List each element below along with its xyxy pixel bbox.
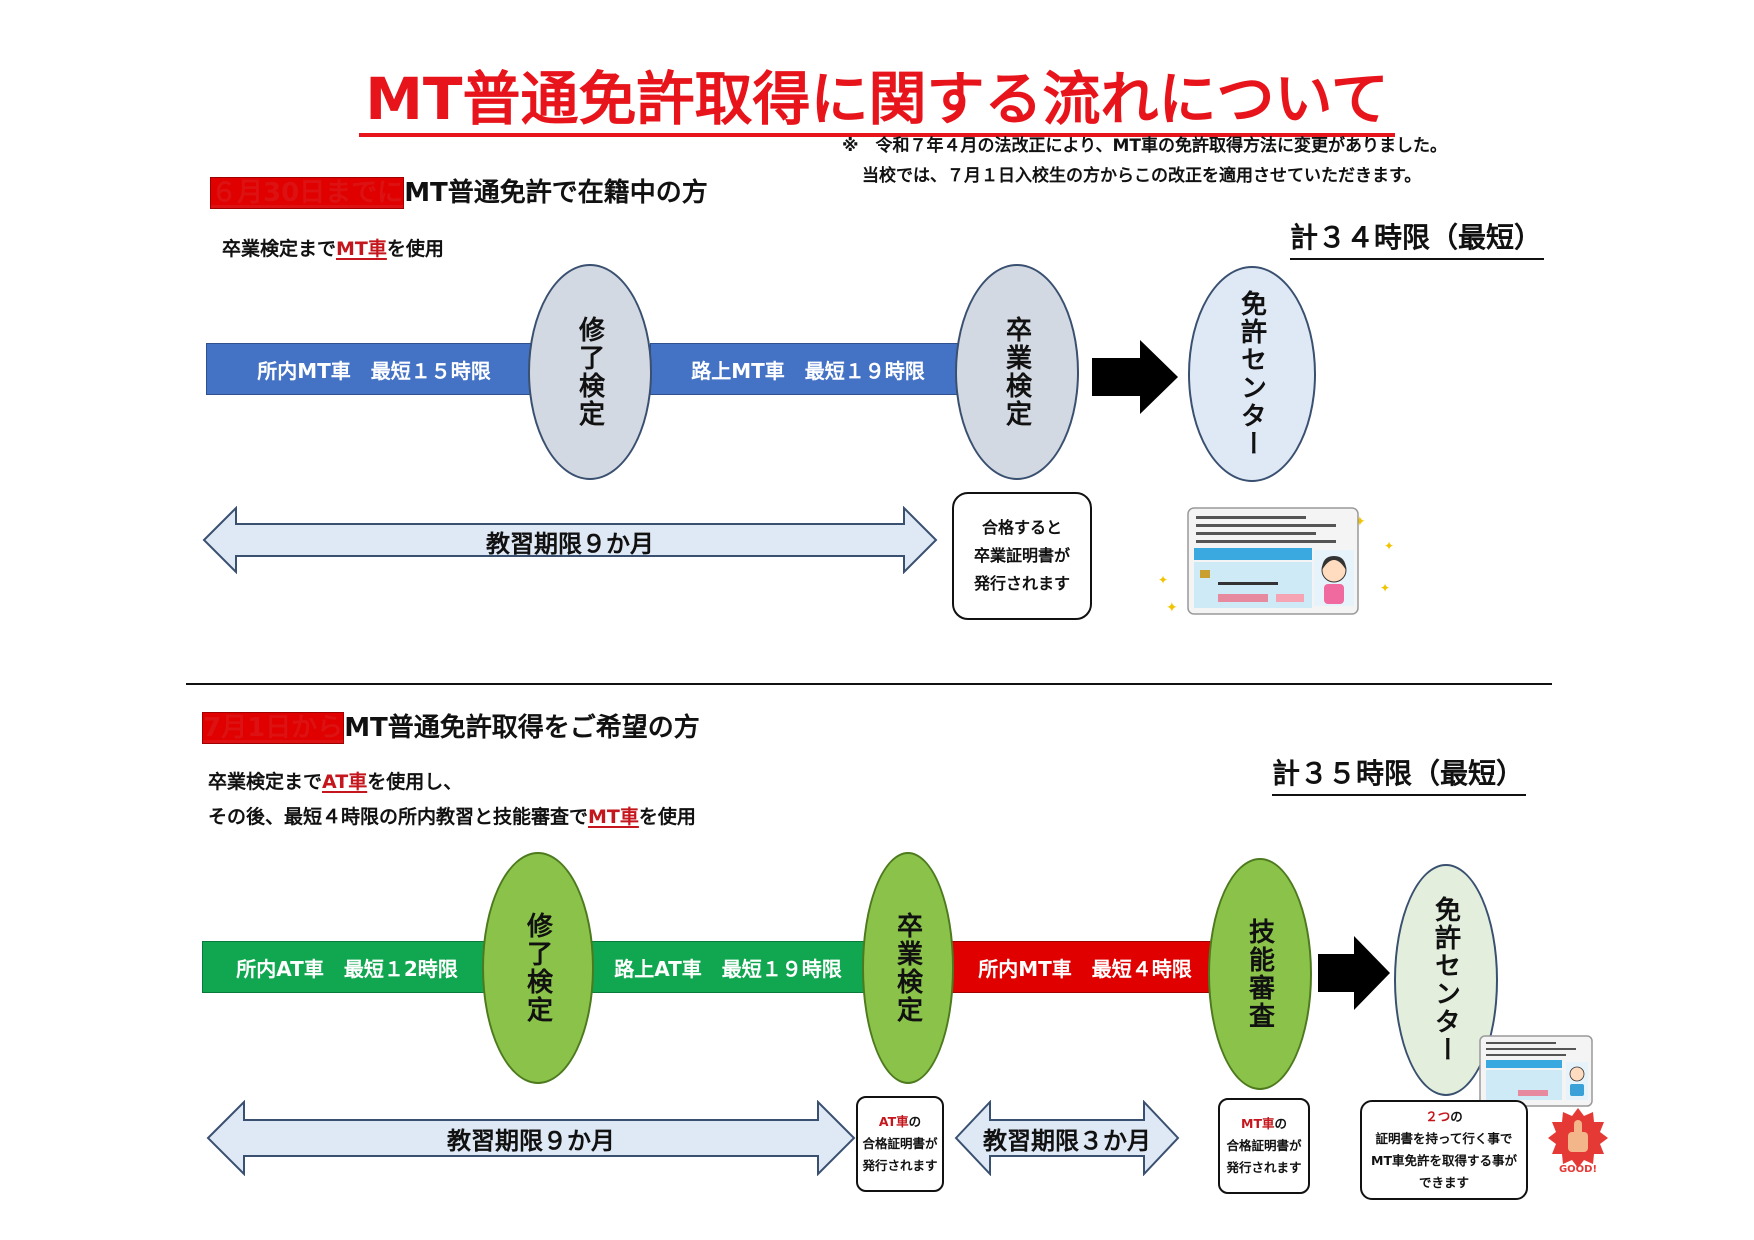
- section1-heading: ６月30日までにMT普通免許で在籍中の方: [210, 172, 708, 209]
- section2-description-line-2: その後、最短４時限の所内教習と技能審査でMT車を使用: [208, 802, 696, 829]
- svg-text:✦: ✦: [1380, 581, 1390, 595]
- section2-period1-label: 教習期限９か月: [447, 1127, 615, 1155]
- section2-callout2-line: 合格証明書が: [1226, 1138, 1302, 1154]
- notice-line-2: 当校では、７月１日入校生の方からこの改正を適用させていただきます。: [862, 166, 1422, 186]
- section1-bar-road-mt-label: 路上MT車 最短１９時限: [691, 358, 925, 383]
- section1-callout-certificate: 合格すると 卒業証明書が 発行されます: [952, 492, 1092, 620]
- section2-callout3-highlight: ２つ: [1425, 1109, 1451, 1125]
- section2-callout-at-certificate: AT車の 合格証明書が 発行されます: [856, 1096, 944, 1192]
- section2-oval-graduation-exam: 卒業検定: [862, 852, 954, 1084]
- section2-callout2-line: 発行されます: [1226, 1159, 1302, 1175]
- section2-heading: 7月1日からMT普通免許取得をご希望の方: [202, 707, 700, 744]
- section1-oval-graduation-exam: 卒業検定: [955, 264, 1079, 480]
- page-title: MT普通免許取得に関する流れについて: [0, 52, 1754, 137]
- section1-oval-license-center: 免許センター: [1188, 266, 1316, 482]
- notice-line-1: ※ 令和７年４月の法改正により、MT車の免許取得方法に変更がありました。: [842, 136, 1448, 156]
- section2-desc1-post: を使用し、: [367, 771, 463, 793]
- section2-callout2-highlight: MT車: [1241, 1116, 1275, 1132]
- section1-next-arrow-icon: [1092, 340, 1178, 414]
- section2-description-line-1: 卒業検定までAT車を使用し、: [208, 767, 462, 794]
- section2-callout2-rest: の: [1274, 1116, 1287, 1132]
- section1-bar-road-mt: 路上MT車 最短１９時限: [650, 343, 966, 395]
- section2-bar-course-at-label: 所内AT車 最短１2時限: [236, 956, 458, 981]
- section2-bar-road-at: 路上AT車 最短１９時限: [590, 941, 866, 993]
- section2-bar-course-mt: 所内MT車 最短４時限: [950, 941, 1220, 993]
- svg-text:✦: ✦: [1166, 600, 1178, 616]
- section1-total: 計３４時限（最短）: [1290, 216, 1545, 260]
- section1-heading-date: ６月30日までに: [210, 177, 405, 209]
- section1-oval-license-center-label: 免許センター: [1236, 290, 1267, 458]
- section2-period1-double-arrow: [206, 1100, 856, 1176]
- license-card-illustration: ✦ ✦ ✦ ✦ ✦: [1158, 507, 1394, 616]
- section1-bar-course-mt-label: 所内MT車 最短１５時限: [257, 358, 491, 383]
- section2-callout-mt-certificate: MT車の 合格証明書が 発行されます: [1218, 1098, 1310, 1194]
- section1-desc-pre: 卒業検定まで: [222, 238, 337, 260]
- section2-callout1-line: 発行されます: [862, 1157, 938, 1173]
- section2-callout1-line: 合格証明書が: [862, 1136, 938, 1152]
- section2-next-arrow-icon: [1318, 936, 1390, 1010]
- section2-oval-interim-exam-label: 修了検定: [522, 912, 553, 1024]
- section1-callout-line: 発行されます: [973, 574, 1070, 593]
- section1-desc-post: を使用: [386, 238, 444, 260]
- section-divider: [186, 683, 1552, 685]
- license-card-small-illustration: [1479, 1035, 1593, 1107]
- section2-heading-date: 7月1日から: [202, 712, 345, 744]
- good-thumbs-up-icon: GOOD!: [1548, 1108, 1608, 1174]
- section2-desc1-pre: 卒業検定まで: [208, 771, 323, 793]
- section2-oval-license-center-label: 免許センター: [1430, 896, 1461, 1064]
- section1-oval-interim-exam-label: 修了検定: [574, 316, 605, 428]
- section2-total: 計３５時限（最短）: [1272, 752, 1527, 796]
- section2-callout3-first-line: ２つの: [1371, 1106, 1517, 1128]
- section1-callout-line: 卒業証明書が: [973, 546, 1070, 565]
- section2-bar-course-at: 所内AT車 最短１2時限: [202, 941, 492, 993]
- svg-text:✦: ✦: [1158, 573, 1168, 587]
- svg-text:✦: ✦: [1384, 539, 1394, 553]
- section2-callout1-first-line: AT車の: [862, 1111, 937, 1133]
- section2-desc1-highlight: AT車: [322, 771, 368, 793]
- section1-desc-highlight: MT車: [336, 238, 387, 260]
- section2-callout-two-certificates: ２つの 証明書を持って行く事で MT車免許を取得する事が できます: [1360, 1100, 1528, 1200]
- section2-desc2-highlight: MT車: [588, 806, 639, 828]
- section2-oval-skill-review: 技能審査: [1208, 858, 1312, 1090]
- section2-callout3-line: 証明書を持って行く事で: [1375, 1131, 1513, 1147]
- section1-description: 卒業検定までMT車を使用: [222, 234, 444, 261]
- section1-oval-graduation-exam-label: 卒業検定: [1001, 316, 1032, 428]
- good-badge-text: GOOD!: [1559, 1164, 1597, 1174]
- section2-callout2-first-line: MT車の: [1226, 1113, 1301, 1135]
- section1-oval-interim-exam: 修了検定: [528, 264, 652, 480]
- section1-heading-text: MT普通免許で在籍中の方: [404, 178, 708, 208]
- section2-oval-interim-exam: 修了検定: [482, 852, 594, 1084]
- section2-desc2-post: を使用: [638, 806, 696, 828]
- section2-bar-road-at-label: 路上AT車 最短１９時限: [614, 956, 842, 981]
- section2-oval-license-center: 免許センター: [1394, 864, 1498, 1096]
- section1-callout-line: 合格すると: [981, 518, 1062, 537]
- section2-bar-course-mt-label: 所内MT車 最短４時限: [978, 956, 1192, 981]
- section2-oval-skill-review-label: 技能審査: [1244, 918, 1275, 1030]
- section2-period2-double-arrow: [954, 1100, 1180, 1176]
- section2-callout3-line: できます: [1418, 1174, 1469, 1190]
- section2-callout3-rest: の: [1450, 1109, 1463, 1125]
- section2-callout1-rest: の: [908, 1114, 922, 1130]
- section2-oval-graduation-exam-label: 卒業検定: [892, 912, 923, 1024]
- section2-callout1-highlight: AT車: [878, 1114, 909, 1130]
- section2-callout3-line: MT車免許を取得する事が: [1371, 1153, 1517, 1168]
- page-title-text: MT普通免許取得に関する流れについて: [359, 65, 1395, 137]
- section2-heading-text: MT普通免許取得をご希望の方: [344, 713, 700, 743]
- section2-period2-label: 教習期限３か月: [983, 1127, 1151, 1155]
- section1-bar-course-mt: 所内MT車 最短１５時限: [206, 343, 542, 395]
- section1-period-double-arrow: [202, 506, 938, 574]
- section1-period-label: 教習期限９か月: [486, 530, 654, 558]
- section2-desc2-pre: その後、最短４時限の所内教習と技能審査で: [208, 806, 589, 828]
